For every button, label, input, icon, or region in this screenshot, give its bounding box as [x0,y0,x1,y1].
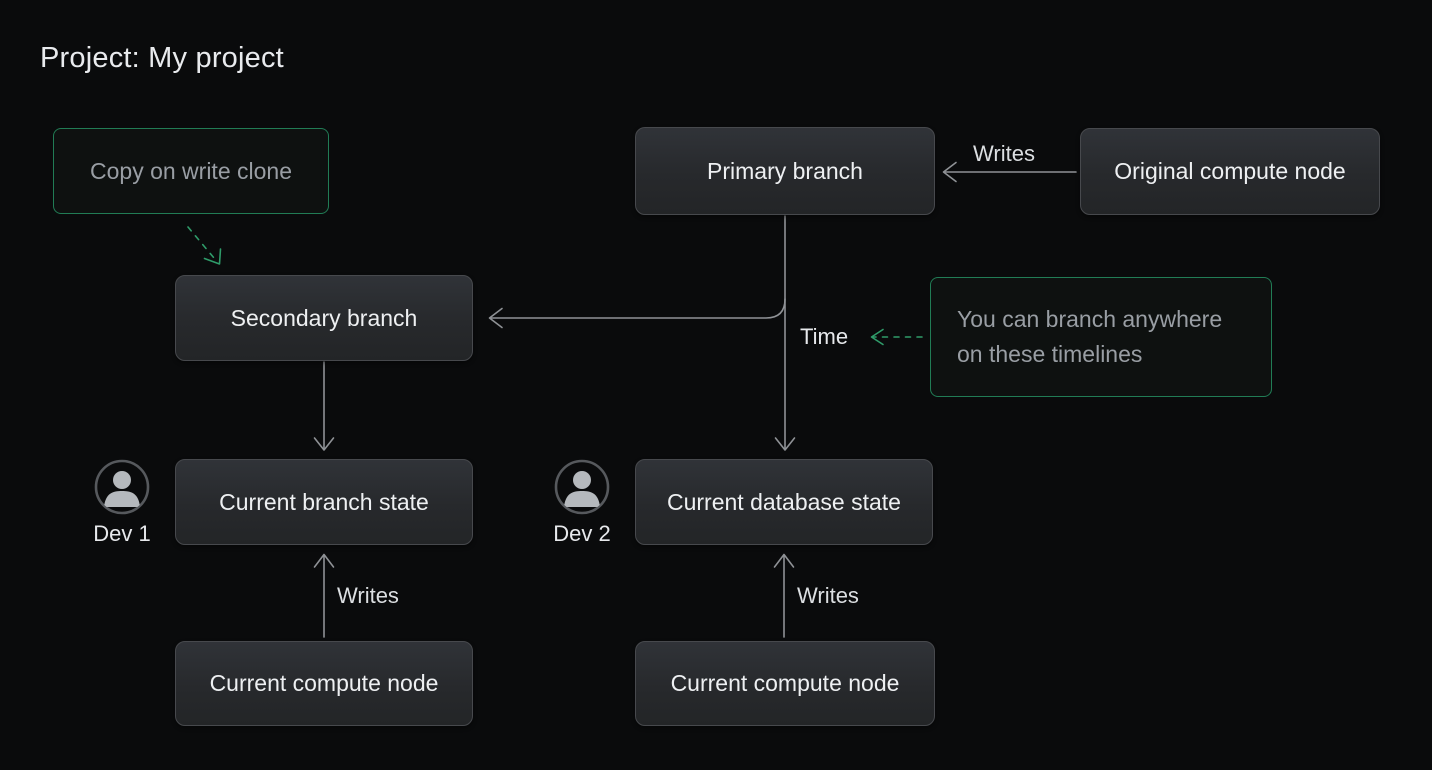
label-time: Time [800,324,849,349]
node-copy-on-write-clone: Copy on write clone [53,128,329,214]
arrow-head-left [870,328,884,346]
person-icon-head [113,471,131,489]
arrow-primary-timeline [774,215,796,451]
person-icon-body [104,491,140,507]
node-original-compute-node: Original compute node [1080,128,1380,215]
node-current-branch-state: Current branch state [175,459,473,545]
arrow-line [187,226,215,259]
dev2-group: Dev 2 [540,458,624,547]
note-branch-anywhere: You can branch anywhere on these timelin… [930,277,1272,397]
label-writes-top: Writes [973,141,1035,166]
node-current-compute-node-left: Current compute node [175,641,473,726]
label-dev2: Dev 2 [553,521,611,546]
page-title: Project: My project [40,42,284,74]
node-current-compute-node-right: Current compute node [635,641,935,726]
label-writes-left: Writes [337,583,399,608]
arrow-note-to-time [870,328,923,346]
person-icon-head [573,471,591,489]
node-secondary-branch: Secondary branch [175,275,473,361]
arrow-secondary-timeline [313,361,335,451]
arrow-head-down [313,437,335,451]
arrow-line [489,298,786,319]
label-writes-right: Writes [797,583,859,608]
arrow-head-diagonal [203,248,222,265]
arrow-writes-left [313,553,335,638]
note-line-1: You can branch anywhere [957,306,1223,332]
arrow-head-up [773,553,795,568]
dev1-group: Dev 1 [80,458,164,547]
person-icon [554,459,610,515]
arrow-head-down [774,437,796,451]
arrow-writes-right [773,553,795,638]
arrow-head-left [488,307,503,329]
person-icon-ring [94,459,150,515]
person-icon [94,459,150,515]
person-icon-body [564,491,600,507]
arrow-head-up [313,553,335,568]
node-current-database-state: Current database state [635,459,933,545]
note-line-2: on these timelines [957,341,1143,367]
label-dev1: Dev 1 [93,521,151,546]
person-icon-ring [554,459,610,515]
arrow-clone-annotation [187,226,222,265]
node-primary-branch: Primary branch [635,127,935,215]
arrow-branch-to-secondary [488,298,786,329]
